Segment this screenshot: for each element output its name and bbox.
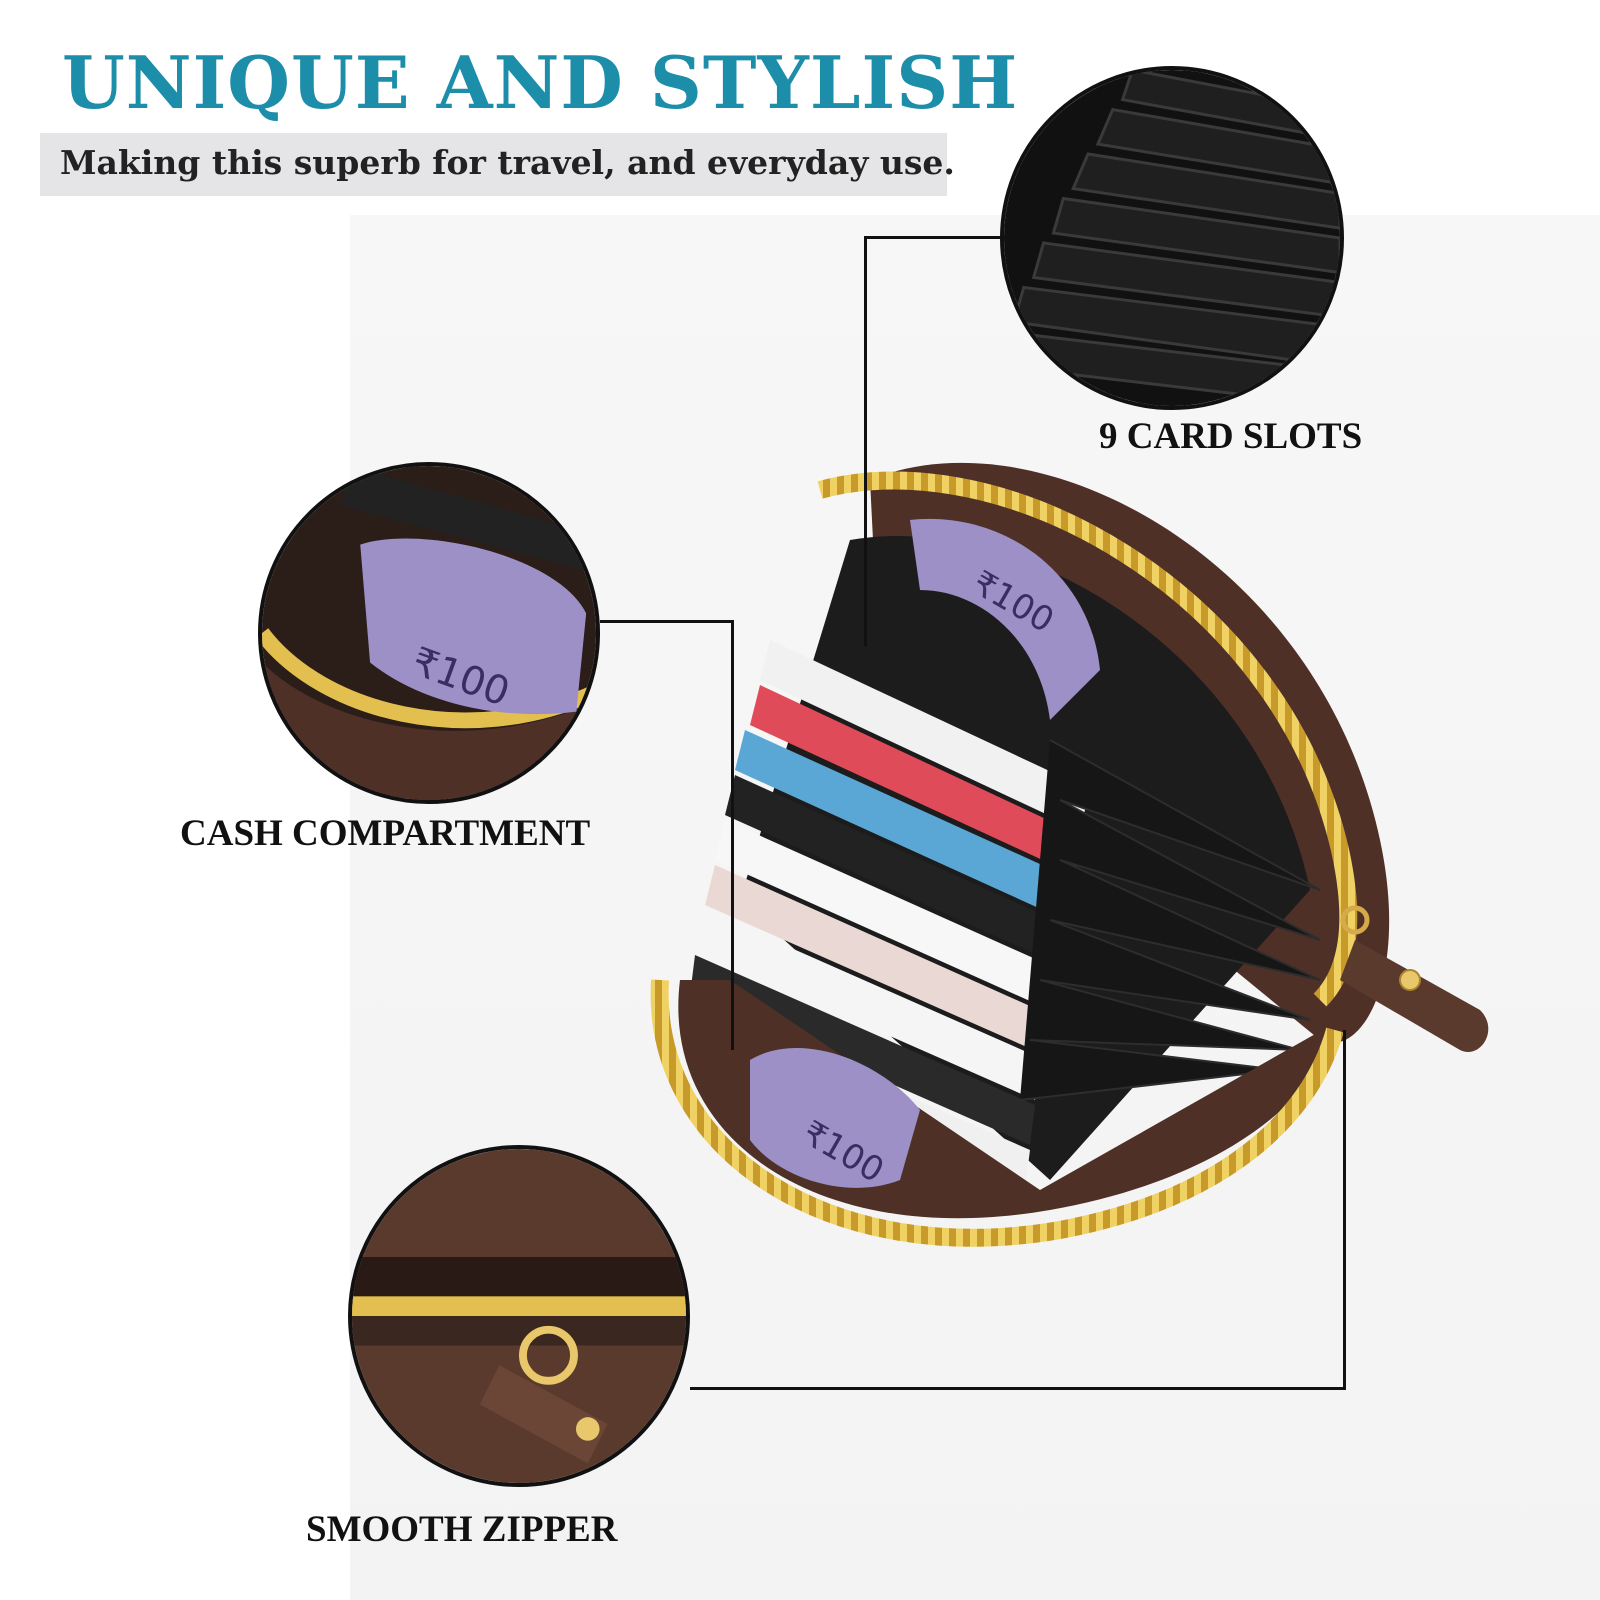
- cash-compartment-connector-vertical: [731, 620, 734, 1050]
- smooth-zipper-label: SMOOTH ZIPPER: [306, 1509, 618, 1550]
- smooth-zipper-connector-horizontal: [690, 1387, 1346, 1390]
- cash-compartment-connector-horizontal: [600, 620, 734, 623]
- card-slots-detail-circle: [1000, 66, 1344, 410]
- card-slots-connector-horizontal: [864, 236, 1002, 239]
- zipper-pull-icon: [1340, 905, 1489, 1052]
- wallet-illustration: ₹100 ₹100: [650, 462, 1489, 1247]
- headline: UNIQUE AND STYLISH: [62, 40, 1019, 125]
- cash-compartment-detail-circle: ₹100: [258, 462, 600, 804]
- smooth-zipper-detail-circle: [348, 1145, 690, 1487]
- cash-compartment-closeup-icon: ₹100: [262, 466, 596, 800]
- card-slots-closeup-icon: [1004, 70, 1340, 406]
- smooth-zipper-connector-vertical: [1343, 1030, 1346, 1390]
- cash-compartment-label: CASH COMPARTMENT: [180, 813, 591, 854]
- wallet-main-image: ₹100 ₹100: [620, 420, 1540, 1340]
- smooth-zipper-closeup-icon: [352, 1149, 686, 1483]
- subheadline-banner: [40, 133, 947, 196]
- subheadline: Making this superb for travel, and every…: [60, 143, 955, 182]
- card-slots-label: 9 CARD SLOTS: [1099, 416, 1363, 457]
- card-slots-connector-vertical: [864, 236, 867, 646]
